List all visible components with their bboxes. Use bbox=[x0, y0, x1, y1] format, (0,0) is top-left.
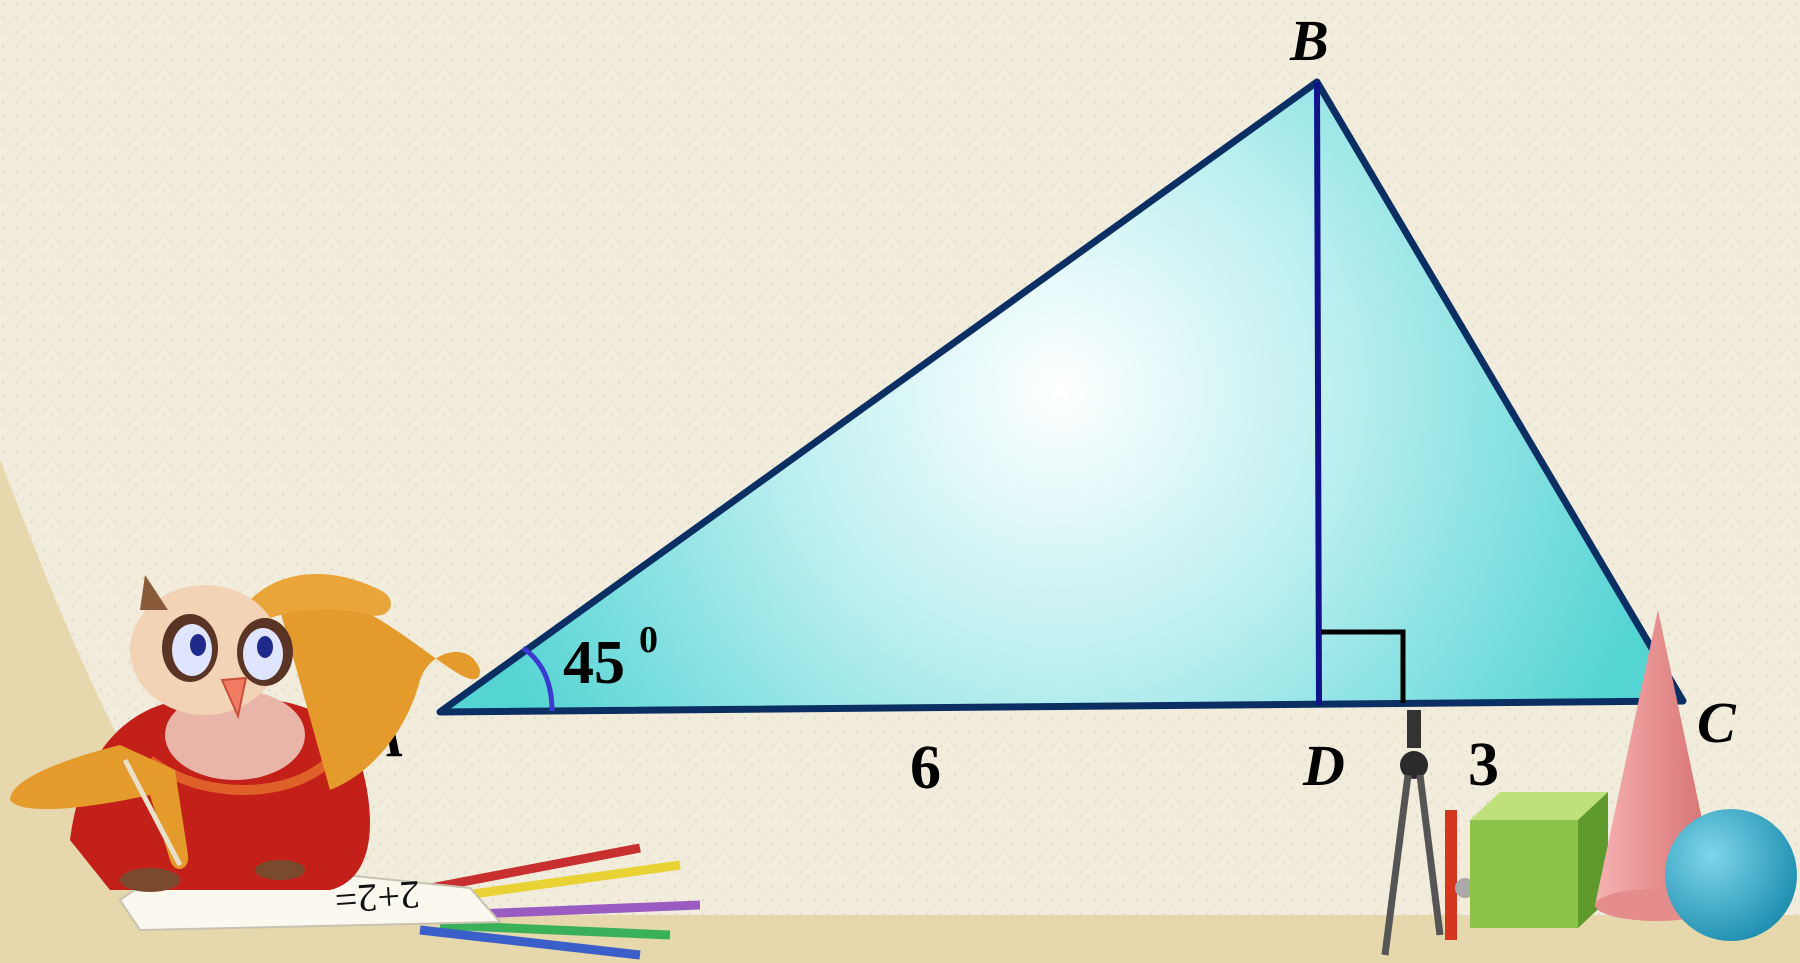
vertex-label-c: C bbox=[1697, 690, 1737, 755]
vertex-label-d: D bbox=[1302, 733, 1345, 798]
triangle-abc bbox=[436, 78, 1687, 716]
segment-ad-label: 6 bbox=[910, 734, 941, 802]
green-cube-icon bbox=[1470, 792, 1608, 928]
vertex-label-b: B bbox=[1289, 8, 1329, 73]
altitude-bd bbox=[1314, 81, 1322, 706]
blue-sphere-icon bbox=[1665, 809, 1797, 941]
angle-degree-superscript: 0 bbox=[639, 619, 658, 661]
segment-dc-label: 3 bbox=[1468, 731, 1499, 799]
right-angle-marker bbox=[1321, 629, 1406, 703]
owl-mascot-icon bbox=[10, 573, 480, 892]
angle-arc-a bbox=[521, 645, 555, 712]
angle-label: 45 bbox=[563, 629, 625, 697]
